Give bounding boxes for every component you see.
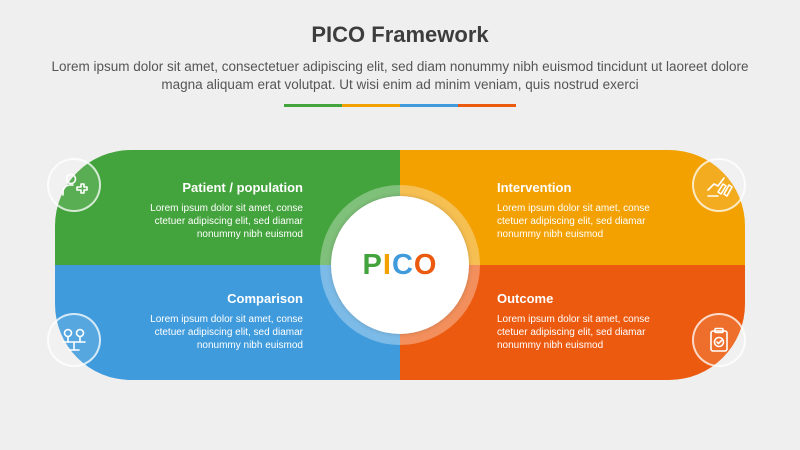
pico-label: PICO bbox=[363, 249, 438, 282]
intervention-body: Lorem ipsum dolor sit amet, conse ctetue… bbox=[497, 202, 650, 241]
page-title: PICO Framework bbox=[311, 22, 489, 47]
pico-letter-p: P bbox=[362, 248, 383, 281]
outcome-line-2: ctetuer adipiscing elit, sed diamar bbox=[497, 327, 646, 338]
divider-green bbox=[284, 104, 342, 107]
pico-letter-i: I bbox=[382, 248, 392, 281]
patient-heading: Patient / population bbox=[182, 180, 303, 195]
clipboard-check-icon bbox=[710, 327, 728, 352]
page-subtitle: Lorem ipsum dolor sit amet, consectetuer… bbox=[51, 59, 749, 92]
divider-orange bbox=[342, 104, 400, 107]
intervention-heading: Intervention bbox=[497, 180, 572, 195]
divider-blue bbox=[400, 104, 458, 107]
intervention-icon-circle bbox=[692, 158, 746, 212]
comparison-icon-circle bbox=[47, 313, 101, 367]
pico-letter-c: C bbox=[391, 248, 414, 281]
intervention-line-2: ctetuer adipiscing elit, sed diamar bbox=[497, 216, 646, 227]
intervention-line-1: Lorem ipsum dolor sit amet, conse bbox=[497, 203, 650, 214]
balance-scale-icon bbox=[62, 328, 86, 351]
patient-body: Lorem ipsum dolor sit amet, conse ctetue… bbox=[150, 202, 303, 241]
comparison-line-3: nonummy nibh euismod bbox=[196, 340, 303, 351]
pico-card bbox=[55, 150, 745, 380]
patient-icon-circle bbox=[47, 158, 101, 212]
divider-red bbox=[458, 104, 516, 107]
comparison-heading: Comparison bbox=[227, 291, 303, 306]
comparison-line-2: ctetuer adipiscing elit, sed diamar bbox=[154, 327, 303, 338]
outcome-heading: Outcome bbox=[497, 291, 554, 306]
outcome-body: Lorem ipsum dolor sit amet, conse ctetue… bbox=[497, 313, 650, 352]
outcome-line-1: Lorem ipsum dolor sit amet, conse bbox=[497, 314, 650, 325]
hand-pills-icon bbox=[707, 177, 733, 197]
intervention-line-3: nonummy nibh euismod bbox=[497, 229, 604, 240]
outcome-icon-circle bbox=[692, 313, 746, 367]
center-circle: PICO bbox=[331, 196, 469, 334]
patient-line-3: nonummy nibh euismod bbox=[196, 229, 303, 240]
patient-add-icon bbox=[62, 173, 88, 196]
patient-line-2: ctetuer adipiscing elit, sed diamar bbox=[154, 216, 303, 227]
comparison-body: Lorem ipsum dolor sit amet, conse ctetue… bbox=[150, 313, 303, 352]
patient-line-1: Lorem ipsum dolor sit amet, conse bbox=[150, 203, 303, 214]
comparison-line-1: Lorem ipsum dolor sit amet, conse bbox=[150, 314, 303, 325]
pico-letter-o: O bbox=[413, 248, 438, 281]
outcome-line-3: nonummy nibh euismod bbox=[497, 340, 604, 351]
